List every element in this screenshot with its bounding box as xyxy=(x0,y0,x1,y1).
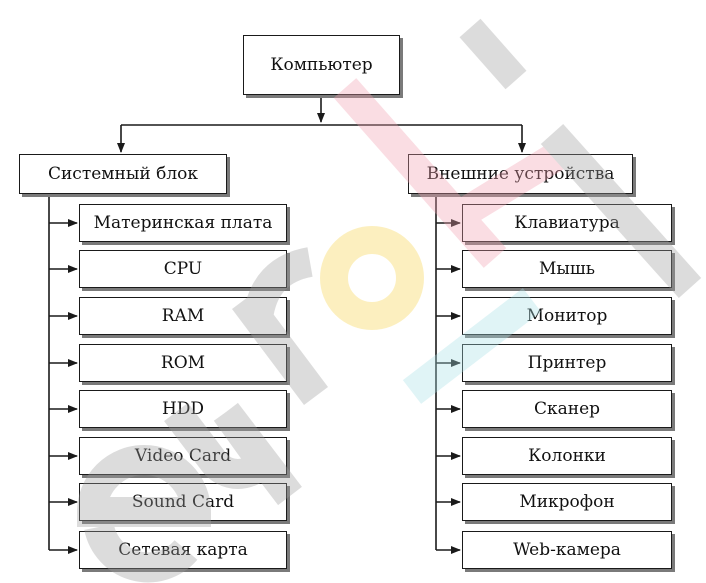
left-child-label: ROM xyxy=(160,353,206,373)
left-child-box: Материнская плата xyxy=(79,204,287,242)
branch-box-external-devices: Внешние устройства xyxy=(408,154,633,194)
right-child-box: Колонки xyxy=(462,437,672,475)
right-child-label: Web-камера xyxy=(513,540,621,560)
left-child-box: HDD xyxy=(79,390,287,428)
right-child-label: Микрофон xyxy=(519,492,615,512)
left-child-label: Video Card xyxy=(134,446,232,466)
right-child-box: Клавиатура xyxy=(462,204,672,242)
branch-label-external-devices: Внешние устройства xyxy=(426,164,615,184)
left-child-box: CPU xyxy=(79,250,287,288)
right-child-label: Принтер xyxy=(527,353,607,373)
right-child-label: Колонки xyxy=(528,446,606,466)
right-child-box: Микрофон xyxy=(462,483,672,521)
left-child-label: Сетевая карта xyxy=(118,540,248,560)
branch-label-system-unit: Системный блок xyxy=(47,164,199,184)
root-box-computer: Компьютер xyxy=(243,35,400,95)
left-child-box: Сетевая карта xyxy=(79,531,287,569)
right-child-label: Клавиатура xyxy=(514,213,620,233)
left-child-label: HDD xyxy=(161,399,205,419)
branch-box-system-unit: Системный блок xyxy=(19,154,227,194)
left-child-arrows xyxy=(49,219,78,554)
left-child-box: Video Card xyxy=(79,437,287,475)
right-child-label: Сканер xyxy=(533,399,601,419)
right-child-box: Мышь xyxy=(462,250,672,288)
right-child-label: Монитор xyxy=(526,306,608,326)
left-child-label: Sound Card xyxy=(131,492,235,512)
root-label: Компьютер xyxy=(270,55,373,75)
left-child-box: ROM xyxy=(79,344,287,382)
left-child-label: RAM xyxy=(161,306,205,326)
right-child-label: Мышь xyxy=(539,259,595,279)
left-child-box: RAM xyxy=(79,297,287,335)
left-child-label: Материнская плата xyxy=(93,213,273,233)
right-child-box: Сканер xyxy=(462,390,672,428)
right-child-box: Принтер xyxy=(462,344,672,382)
right-child-arrows xyxy=(436,219,461,554)
left-child-box: Sound Card xyxy=(79,483,287,521)
right-child-box: Web-камера xyxy=(462,531,672,569)
right-child-box: Монитор xyxy=(462,297,672,335)
left-child-label: CPU xyxy=(163,259,203,279)
